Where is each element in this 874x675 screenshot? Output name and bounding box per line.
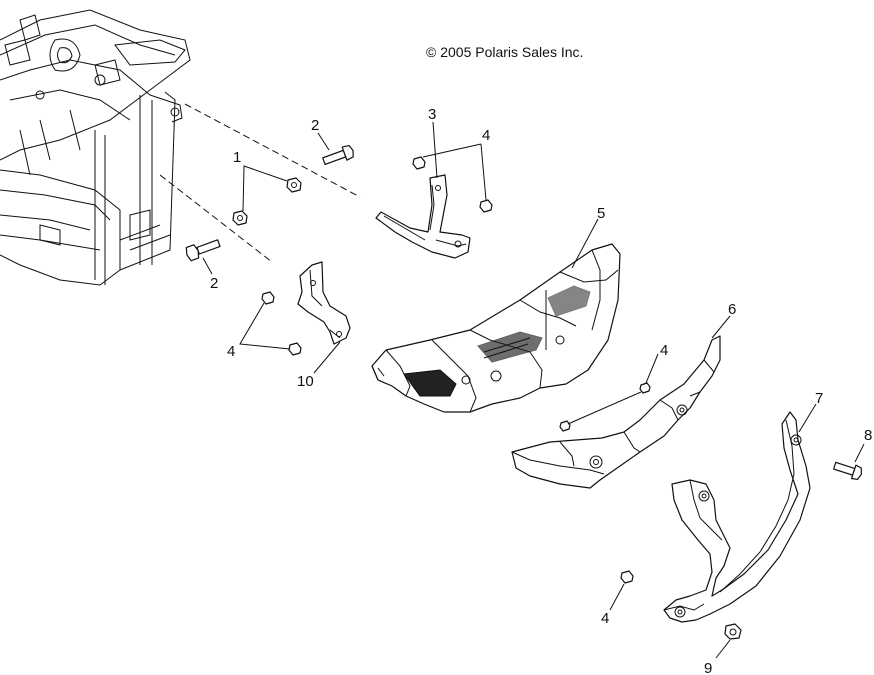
alignment-line-lower [159,174,273,263]
callout-2-upper: 2 [311,117,319,134]
callout-9: 9 [704,660,712,675]
bolt-2-upper [322,144,354,166]
nut-4-bumper-tip [559,420,571,432]
nut-4-bracket3-right [479,199,493,213]
front-bumper-5 [371,243,621,413]
bracket-3 [375,174,471,259]
alignment-line-upper [184,103,361,198]
bumper-extension-6 [511,335,721,489]
callout-4-bumper: 4 [660,342,668,359]
nut-4-bracket10-bottom [288,342,302,356]
bracket-10 [297,261,351,345]
nut-4-bracket3-left [412,156,426,170]
callout-4-bracket10: 4 [227,343,235,360]
bolt-8 [833,461,862,481]
nut-1-lower [232,210,248,226]
nut-4-bracket10-top [261,291,275,305]
nut-1-upper [286,177,302,193]
callout-1: 1 [233,149,241,166]
callout-6: 6 [728,301,736,318]
callout-5: 5 [597,205,605,222]
bolt-2-lower [185,239,221,262]
skid-guard-7 [663,411,811,623]
vehicle-frame [0,9,191,286]
callout-10: 10 [297,373,314,390]
copyright-notice: © 2005 Polaris Sales Inc. [426,44,584,60]
leader-lines [202,121,865,659]
callout-2-lower: 2 [210,275,218,292]
bolt-9 [724,623,742,640]
callout-3: 3 [428,106,436,123]
callout-7: 7 [815,390,823,407]
nut-4-skid [620,570,634,584]
callout-8: 8 [864,427,872,444]
nut-4-bumper-small [639,382,651,394]
callout-4-bracket3: 4 [482,127,490,144]
callout-4-skid: 4 [601,610,609,627]
